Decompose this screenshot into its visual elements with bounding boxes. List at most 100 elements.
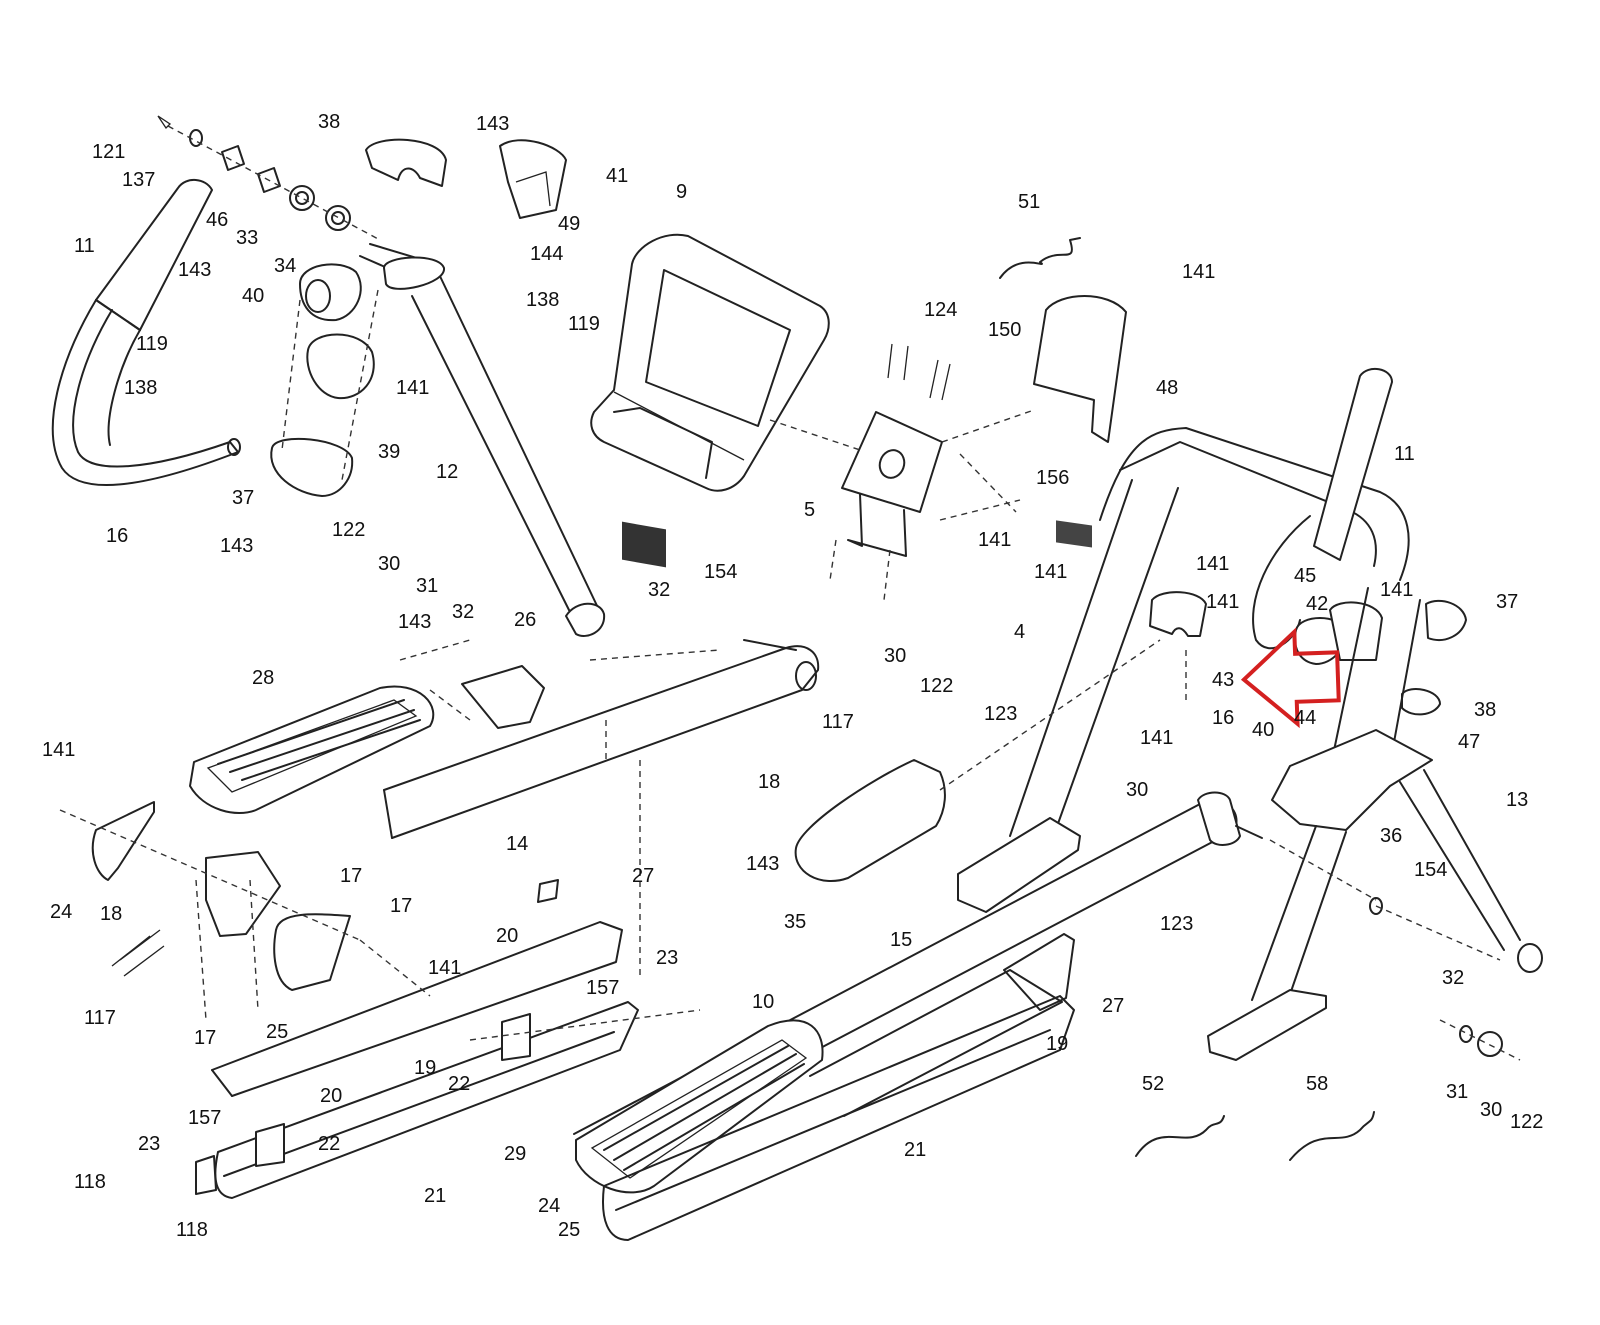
part-label: 141 (428, 957, 462, 979)
part-label: 11 (74, 235, 95, 257)
part-label: 119 (568, 313, 600, 335)
part-label: 15 (890, 929, 913, 951)
part-label: 20 (496, 925, 519, 947)
part-label: 22 (318, 1133, 341, 1155)
part-label: 14 (506, 833, 529, 855)
part-label: 40 (242, 285, 265, 307)
part-label: 38 (318, 111, 341, 133)
part-label: 138 (526, 289, 560, 311)
part-label: 28 (252, 667, 275, 689)
part-label: 16 (1212, 707, 1235, 729)
cover-25-left (273, 913, 351, 991)
part-label: 22 (448, 1073, 471, 1095)
main-frame-4 (957, 427, 1410, 913)
part-label: 17 (340, 865, 363, 887)
part-label: 156 (1036, 467, 1070, 489)
right-hardware (769, 409, 1521, 1061)
part-label: 21 (904, 1139, 927, 1161)
part-label: 141 (1196, 553, 1230, 575)
plate-22-left (195, 1013, 531, 1195)
part-label: 23 (138, 1133, 161, 1155)
part-label: 118 (176, 1219, 208, 1241)
part-label: 27 (632, 865, 655, 887)
part-label: 141 (1140, 727, 1174, 749)
part-label: 143 (476, 113, 510, 135)
part-label: 154 (704, 561, 738, 583)
shroud-35 (794, 759, 946, 883)
part-label: 11 (1394, 443, 1415, 465)
highlight-arrow (1240, 627, 1341, 729)
rail-21-right (602, 995, 1075, 1241)
part-label: 143 (398, 611, 432, 633)
upper-left-hardware (157, 115, 381, 241)
part-label: 141 (42, 739, 76, 761)
upper-link-12 (359, 243, 606, 637)
part-label: 37 (232, 487, 255, 509)
part-label: 41 (606, 165, 629, 187)
part-label: 52 (1142, 1073, 1165, 1095)
part-label: 143 (746, 853, 780, 875)
part-label: 141 (1206, 591, 1240, 613)
part-label: 157 (586, 977, 620, 999)
part-label: 118 (74, 1171, 106, 1193)
part-label: 20 (320, 1085, 343, 1107)
part-label: 157 (188, 1107, 222, 1129)
part-label: 23 (656, 947, 679, 969)
part-label: 144 (530, 243, 564, 265)
part-label: 26 (514, 609, 537, 631)
part-label: 31 (416, 575, 439, 597)
part-label: 36 (1380, 825, 1403, 847)
part-label: 51 (1018, 191, 1041, 213)
top-cover-38 (365, 138, 447, 187)
part-label: 32 (1442, 967, 1465, 989)
part-label: 124 (924, 299, 958, 321)
left-hardware-dashes (59, 639, 721, 1041)
part-label: 21 (424, 1185, 447, 1207)
part-label: 18 (758, 771, 781, 793)
part-label: 32 (452, 601, 475, 623)
part-label: 141 (1034, 561, 1068, 583)
part-label: 25 (558, 1219, 581, 1241)
part-label: 43 (1212, 669, 1235, 691)
rail-19-left (211, 879, 623, 1097)
part-label: 34 (274, 255, 297, 277)
part-label: 46 (206, 209, 229, 231)
rail-19-27-right (809, 933, 1075, 1117)
part-label: 39 (378, 441, 401, 463)
top-cover-41 (499, 139, 567, 219)
left-crank-arm-14 (383, 639, 820, 839)
part-label: 16 (106, 525, 129, 547)
part-label: 117 (84, 1007, 116, 1029)
part-label: 40 (1252, 719, 1275, 741)
part-label: 122 (332, 519, 366, 541)
right-crank-arm-15 (573, 791, 1263, 1167)
console-bracket-5 (829, 343, 951, 601)
part-label: 45 (1294, 565, 1317, 587)
part-label: 141 (396, 377, 430, 399)
part-label: 17 (194, 1027, 217, 1049)
part-label: 42 (1306, 593, 1329, 615)
power-cords (999, 237, 1375, 1161)
part-label: 9 (676, 181, 688, 203)
upright-13-36 (1207, 587, 1543, 1061)
part-label: 121 (92, 141, 126, 163)
part-label: 117 (822, 711, 854, 733)
part-label: 32 (648, 579, 671, 601)
part-label: 143 (178, 259, 212, 281)
part-label: 29 (504, 1143, 527, 1165)
part-label: 49 (558, 213, 581, 235)
rear-shroud-48 (1033, 295, 1127, 548)
bracket-24-left (91, 801, 155, 881)
part-label: 123 (984, 703, 1018, 725)
part-label: 10 (752, 991, 775, 1013)
clamp-17 (205, 851, 281, 937)
part-label: 13 (1506, 789, 1529, 811)
part-label: 47 (1458, 731, 1481, 753)
rail-21-left (214, 1001, 639, 1199)
part-label: 25 (266, 1021, 289, 1043)
part-label: 30 (378, 553, 401, 575)
part-label: 17 (390, 895, 413, 917)
pedal-29 (575, 1019, 824, 1194)
